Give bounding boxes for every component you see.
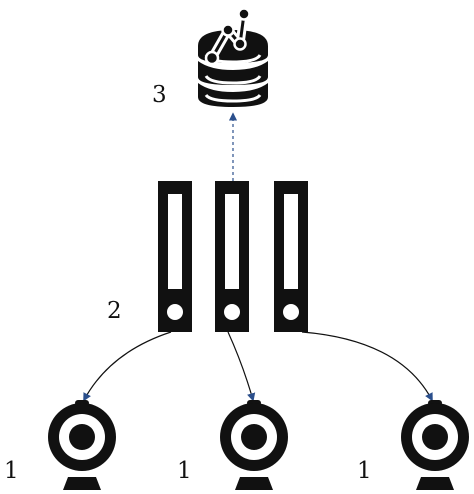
camera-2-label: 1	[177, 458, 192, 484]
webcam-icon-1	[48, 400, 116, 490]
database-icon	[198, 7, 268, 107]
webcam-icon-3	[401, 400, 469, 490]
link-server-right-camera-3	[301, 331, 433, 402]
camera-3-label: 1	[357, 458, 372, 484]
server-icon-left	[158, 181, 192, 332]
camera-1-label: 1	[4, 458, 19, 484]
database-label: 3	[152, 82, 167, 108]
link-server-middle-camera-2	[227, 331, 256, 402]
servers-label: 2	[107, 298, 122, 324]
server-icon-middle	[215, 181, 249, 332]
server-icon-right	[274, 181, 308, 332]
webcam-icon-2	[220, 400, 288, 490]
link-server-left-camera-1	[83, 331, 172, 402]
